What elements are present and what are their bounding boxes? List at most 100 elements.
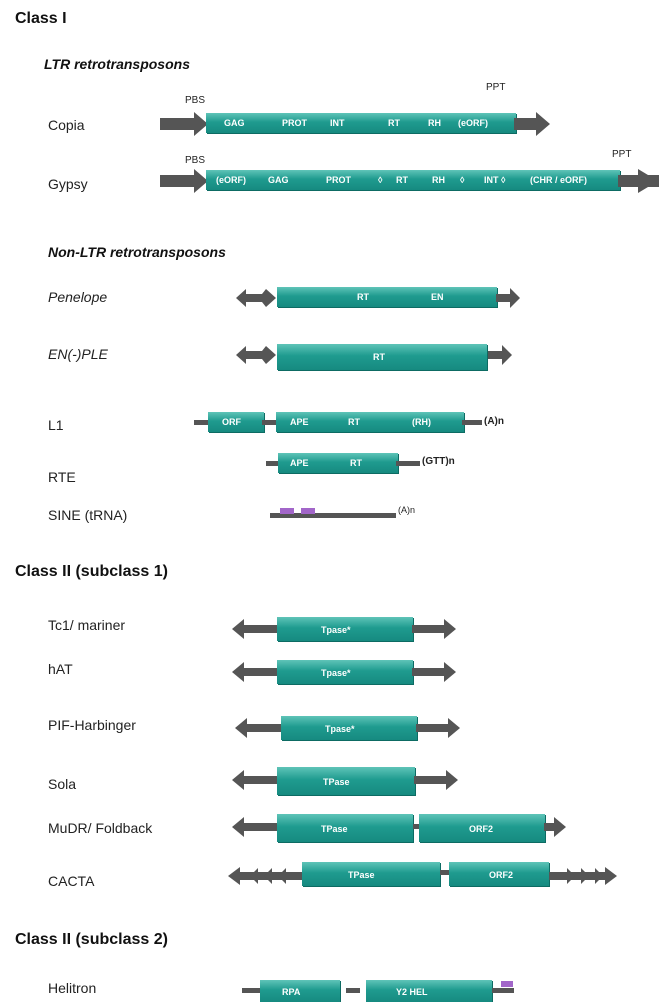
gypsy-domain-chr-eorf: (CHR / eORF)	[530, 175, 587, 185]
sine-line	[270, 513, 396, 518]
pif-right-tir-arrow	[416, 718, 460, 738]
sola-left-tir-arrow	[232, 770, 278, 790]
gypsy-right-ltr-arrow	[618, 169, 659, 193]
helitron-right-line	[492, 988, 514, 993]
copia-left-ltr-arrow	[160, 112, 208, 136]
rte-domain-ape: APE	[290, 458, 309, 468]
l1-domain-ape: APE	[290, 417, 309, 427]
copia-pbs-label: PBS	[185, 95, 206, 106]
nonltr-heading: Non-LTR retrotransposons	[48, 244, 226, 260]
mudr-tpase-label: TPase	[321, 824, 348, 834]
copia-ppt-label: PPT	[486, 82, 506, 93]
l1-orf-box: ORF	[208, 412, 264, 432]
helitron-rpa-label: RPA	[282, 987, 301, 997]
helitron-left-line	[242, 988, 262, 993]
pif-label: PIF-Harbinger	[48, 717, 136, 733]
helitron-motif	[501, 981, 513, 987]
cacta-linker-line	[440, 870, 450, 875]
cacta-label: CACTA	[48, 873, 95, 889]
rte-label: RTE	[48, 469, 76, 485]
mudr-orf2-box: ORF2	[419, 814, 545, 842]
hat-label: hAT	[48, 661, 73, 677]
rte-right-line	[396, 461, 420, 466]
tc1-tpase-box: Tpase*	[277, 617, 413, 641]
gypsy-domain-rh: RH	[432, 175, 445, 185]
l1-polya-tail: (A)n	[484, 416, 504, 427]
gypsy-domain-eorf: (eORF)	[216, 175, 246, 185]
sola-label: Sola	[48, 776, 77, 792]
gypsy-domain-rt: RT	[396, 175, 408, 185]
sola-tpase-label: TPase	[323, 777, 350, 787]
l1-right-line	[462, 420, 482, 425]
l1-left-line	[194, 420, 214, 425]
helitron-rpa-box: RPA	[260, 980, 340, 1002]
sola-tpase-box: TPase	[277, 767, 415, 795]
gypsy-ppt-label: PPT	[612, 149, 632, 160]
copia-domain-eorf: (eORF)	[458, 118, 488, 128]
mudr-right-tir-arrow	[544, 817, 566, 837]
enple-element-box: RT	[277, 344, 487, 370]
penelope-domain-en: EN	[431, 292, 444, 302]
enple-left-arrow	[236, 346, 276, 364]
tc1-label: Tc1/ mariner	[48, 617, 126, 633]
helitron-mid-line	[346, 988, 360, 993]
copia-element-box: GAG PROT INT RT RH (eORF)	[206, 113, 516, 133]
class1-heading: Class I	[15, 10, 67, 27]
cacta-orf2-box: ORF2	[449, 862, 549, 886]
copia-domain-int: INT	[330, 118, 345, 128]
l1-label: L1	[48, 417, 64, 433]
enple-right-arrow	[488, 345, 512, 365]
pif-left-tir-arrow	[235, 718, 281, 738]
tc1-right-tir-arrow	[412, 619, 456, 639]
gypsy-domain-prot: PROT	[326, 175, 352, 185]
gypsy-domain-gag: GAG	[268, 175, 289, 185]
enple-domain-rt: RT	[373, 352, 385, 362]
helitron-hel-box: Y2 HEL	[366, 980, 492, 1002]
l1-element-box: APE RT (RH)	[276, 412, 464, 432]
mudr-orf2-label: ORF2	[469, 824, 494, 834]
pif-tpase-box: Tpase*	[281, 716, 417, 740]
mudr-label: MuDR/ Foldback	[48, 820, 153, 836]
rte-left-line	[266, 461, 280, 466]
tc1-tpase-label: Tpase*	[321, 625, 351, 635]
cacta-orf2-label: ORF2	[489, 870, 514, 880]
gypsy-domain-int: INT ◊	[484, 175, 506, 185]
rte-element-box: APE RT	[278, 453, 398, 473]
sine-box-a-motif	[280, 508, 294, 514]
mudr-left-tir-arrow	[232, 817, 278, 837]
helitron-hel-label: Y2 HEL	[396, 987, 428, 997]
copia-domain-gag: GAG	[224, 118, 245, 128]
hat-right-tir-arrow	[412, 662, 456, 682]
penelope-domain-rt: RT	[357, 292, 369, 302]
rte-domain-rt: RT	[350, 458, 362, 468]
helitron-label: Helitron	[48, 980, 97, 996]
cacta-right-subterminal-arrows	[549, 867, 617, 885]
l1-domain-orf: ORF	[222, 417, 241, 427]
enple-label: EN(-)PLE	[48, 346, 108, 362]
hat-tpase-label: Tpase*	[321, 668, 351, 678]
mudr-tpase-box: TPase	[277, 814, 413, 842]
gypsy-pbs-label: PBS	[185, 155, 206, 166]
rte-gtt-tail: (GTT)n	[422, 456, 455, 467]
sine-polya-tail: (A)n	[398, 505, 416, 515]
hat-tpase-box: Tpase*	[277, 660, 413, 684]
sine-label: SINE (tRNA)	[48, 507, 128, 523]
hat-left-tir-arrow	[232, 662, 278, 682]
penelope-element-box: RT EN	[277, 287, 497, 307]
penelope-left-arrow	[236, 289, 276, 307]
gypsy-left-ltr-arrow	[160, 169, 208, 193]
copia-label: Copia	[48, 117, 85, 133]
class2-subclass2-heading: Class II (subclass 2)	[15, 931, 168, 948]
penelope-label: Penelope	[48, 289, 108, 305]
copia-domain-rt: RT	[388, 118, 400, 128]
cacta-tpase-box: TPase	[302, 862, 440, 886]
sola-right-tir-arrow	[414, 770, 458, 790]
sine-box-b-motif	[301, 508, 315, 514]
tc1-left-tir-arrow	[232, 619, 278, 639]
penelope-right-arrow	[496, 288, 520, 308]
class2-subclass1-heading: Class II (subclass 1)	[15, 563, 168, 580]
gypsy-label: Gypsy	[48, 176, 88, 192]
copia-right-ltr-arrow	[514, 112, 550, 136]
copia-domain-rh: RH	[428, 118, 441, 128]
gypsy-element-box: (eORF) GAG PROT ◊ RT RH ◊ INT ◊ (CHR / e…	[206, 170, 620, 190]
